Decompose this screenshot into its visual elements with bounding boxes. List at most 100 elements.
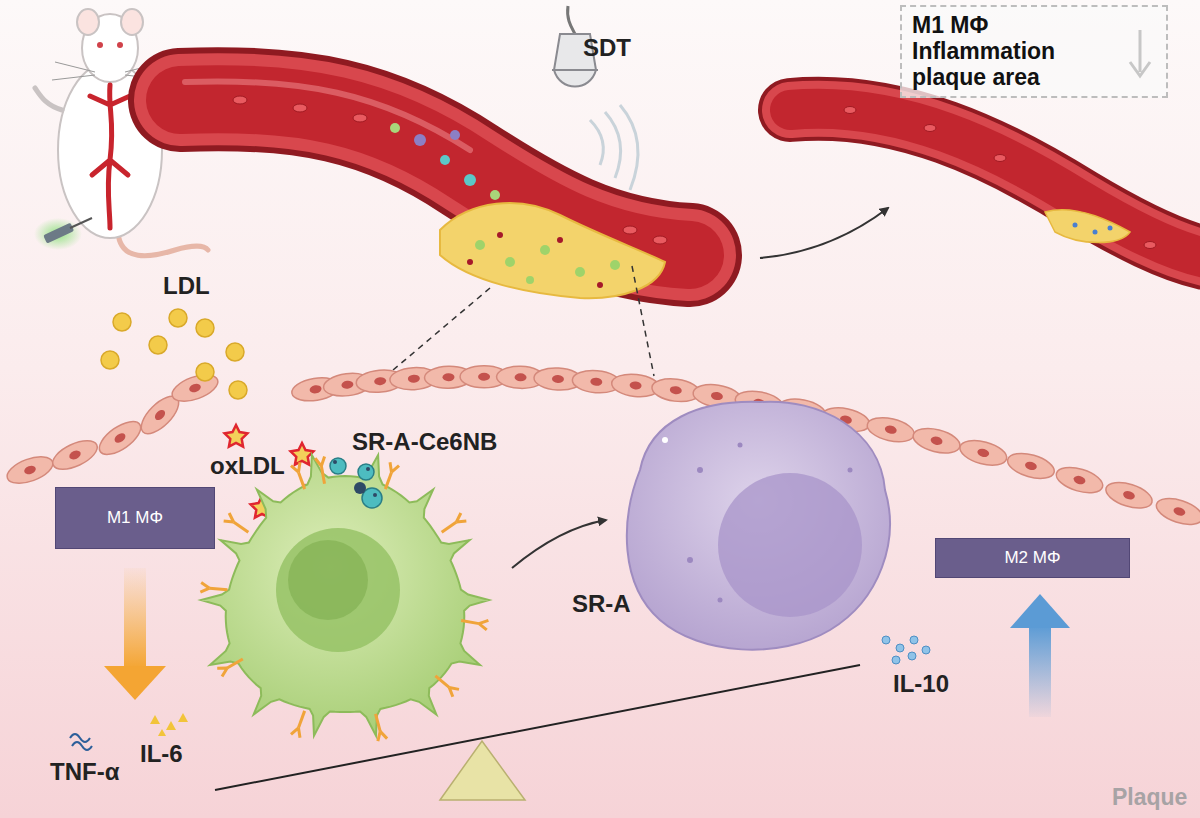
receptor-stem bbox=[435, 676, 449, 688]
m1-macrophage bbox=[200, 455, 489, 741]
endothelial-cell-body bbox=[4, 451, 57, 488]
receptor-stem bbox=[227, 659, 243, 668]
endothelial-cell bbox=[1103, 478, 1155, 513]
m2-macrophage bbox=[627, 402, 890, 650]
treated-vessel bbox=[790, 107, 1200, 259]
sr-a-receptor bbox=[200, 583, 227, 593]
endothelial-nucleus bbox=[710, 391, 723, 401]
endothelial-nucleus bbox=[1073, 475, 1087, 486]
m1-label-box: M1 MΦ bbox=[55, 487, 215, 549]
receptor-label: SR-A bbox=[572, 590, 631, 618]
endothelial-nucleus bbox=[68, 449, 82, 461]
endothelial-cell bbox=[911, 424, 963, 457]
receptor-arms bbox=[456, 513, 466, 522]
receptor-arms bbox=[291, 462, 300, 472]
sr-a-receptor bbox=[376, 714, 388, 741]
cytokine-label: IL-10 bbox=[893, 670, 949, 698]
ldl-particles bbox=[101, 309, 247, 399]
ultrasound-probe bbox=[552, 6, 638, 190]
polarization-arrow bbox=[512, 520, 606, 568]
endothelial-cell bbox=[957, 436, 1009, 470]
receptor-arms bbox=[217, 668, 227, 677]
receptor-arms bbox=[315, 457, 324, 466]
cytokine-label: IL-6 bbox=[140, 740, 183, 768]
receptor-stem bbox=[376, 714, 381, 731]
receptor-stem bbox=[298, 472, 304, 489]
node-label: M1 MΦ Inflammation plaque area bbox=[912, 13, 1102, 90]
sr-a-receptor bbox=[217, 659, 243, 677]
sr-a-receptor bbox=[442, 513, 467, 532]
endothelial-nucleus bbox=[976, 447, 990, 458]
seesaw bbox=[215, 665, 860, 800]
endothelial-cell-body bbox=[1103, 478, 1155, 513]
endothelial-nucleus bbox=[884, 424, 897, 435]
endothelial-nucleus bbox=[669, 385, 682, 394]
oxldl-star bbox=[225, 425, 248, 447]
technique-label: SDT bbox=[583, 34, 631, 62]
endothelial-cell bbox=[1153, 494, 1200, 530]
molecule-label: LDL bbox=[163, 272, 210, 300]
endothelial-cell-body bbox=[957, 436, 1009, 470]
cytokine-symbols bbox=[70, 636, 930, 750]
endothelial-nucleus bbox=[23, 464, 37, 476]
region-label: Plaque bbox=[1112, 784, 1187, 811]
receptor-stem bbox=[385, 472, 391, 489]
endothelial-cell-body bbox=[1153, 494, 1200, 530]
receptor-stem bbox=[210, 588, 228, 590]
artery-vessel bbox=[180, 81, 690, 298]
endothelial-nucleus bbox=[374, 377, 387, 386]
receptor-stem bbox=[461, 620, 479, 623]
endothelial-nucleus bbox=[552, 375, 564, 384]
receptor-arms bbox=[224, 513, 234, 522]
receptor-arms bbox=[291, 728, 300, 738]
receptor-stem bbox=[442, 522, 457, 532]
zoom-line bbox=[386, 266, 654, 376]
endothelial-cell bbox=[1005, 449, 1057, 483]
molecule-label: oxLDL bbox=[210, 452, 285, 480]
endothelial-nucleus bbox=[408, 374, 420, 383]
sr-a-receptor bbox=[461, 620, 488, 629]
endothelial-nucleus bbox=[309, 384, 322, 394]
endothelial-cell-body bbox=[1005, 449, 1057, 483]
endothelial-cell-body bbox=[911, 424, 963, 457]
endothelial-nucleus bbox=[113, 431, 127, 444]
endothelial-cell bbox=[49, 435, 102, 475]
endothelial-nucleus bbox=[442, 373, 454, 381]
receptor-stem bbox=[321, 466, 324, 484]
endothelial-nucleus bbox=[930, 435, 944, 446]
endothelial-cell bbox=[4, 451, 57, 488]
nanoparticles bbox=[330, 458, 382, 508]
cytokine-label: TNF-α bbox=[50, 758, 119, 786]
endothelial-nucleus bbox=[1024, 460, 1038, 471]
receptor-stem bbox=[234, 522, 249, 532]
endothelial-nucleus bbox=[629, 381, 642, 390]
endothelial-nucleus bbox=[590, 377, 603, 386]
receptor-arms bbox=[390, 462, 399, 472]
endothelial-nucleus bbox=[341, 380, 354, 389]
endothelial-nucleus bbox=[478, 373, 490, 381]
receptor-stem bbox=[298, 711, 304, 728]
receptor-arms bbox=[378, 731, 387, 741]
sr-a-receptor bbox=[385, 462, 399, 489]
endothelial-nucleus bbox=[153, 408, 167, 422]
receptor-arms bbox=[200, 583, 209, 593]
result-arrow bbox=[760, 208, 888, 258]
node-label: M1 MΦ bbox=[107, 508, 163, 528]
endothelial-cell-body bbox=[94, 415, 146, 461]
endothelial-nucleus bbox=[188, 382, 202, 394]
endothelial-nucleus bbox=[1172, 506, 1186, 517]
nanoparticle-label: SR-A-Ce6NB bbox=[352, 428, 497, 456]
receptor-arms bbox=[479, 620, 488, 629]
m2-label-box: M2 MΦ bbox=[935, 538, 1130, 578]
level-arrows bbox=[104, 568, 1070, 717]
receptor-arms bbox=[449, 687, 459, 696]
endothelial-nucleus bbox=[1122, 490, 1136, 501]
sr-a-receptor bbox=[291, 711, 305, 738]
endothelial-cell-body bbox=[1053, 463, 1105, 498]
sr-a-receptor bbox=[435, 676, 459, 697]
result-box: M1 MΦ Inflammation plaque area bbox=[900, 5, 1168, 98]
sr-a-receptor bbox=[224, 513, 249, 532]
